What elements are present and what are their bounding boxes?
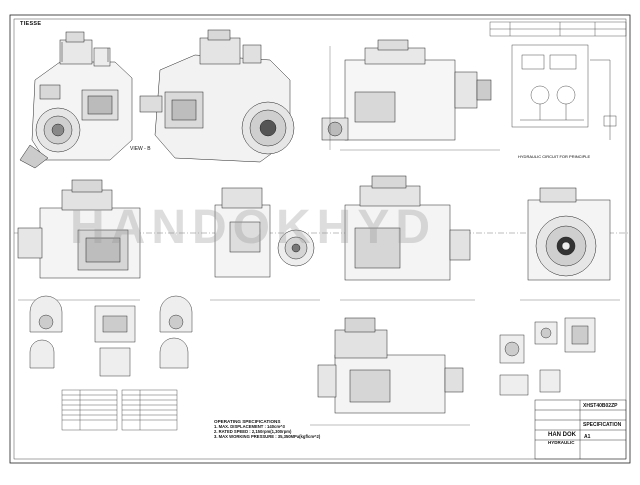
- pump-side-view-center: [340, 175, 475, 301]
- pump-side-view-top: [321, 39, 500, 151]
- detail-views-small: [29, 295, 193, 377]
- pump-flange-view: [520, 187, 620, 301]
- operating-specifications: OPERATING SPECIFICATIONS 1. MAX. DISPLAC…: [214, 419, 320, 439]
- title-block-frame: [534, 399, 627, 460]
- sheet-size: A1: [584, 434, 591, 440]
- pump-iso-view-front: [19, 31, 133, 169]
- company-name: HAN DOK: [548, 432, 576, 438]
- model-number: XHST40B02ZP: [583, 403, 618, 409]
- connection-tables: [61, 389, 178, 431]
- view-label: VIEW - B: [130, 146, 151, 152]
- circuit-caption: HYDRAULIC CIRCUIT FOR PRINCIPLE: [518, 154, 590, 159]
- detail-views-right: [499, 317, 596, 396]
- operating-specs-heading: OPERATING SPECIFICATIONS: [214, 419, 281, 424]
- logo: TIESSE: [20, 21, 42, 27]
- revision-table: [489, 21, 627, 37]
- watermark: HANDOKHYD: [70, 201, 436, 254]
- hydraulic-circuit-schematic: [511, 44, 617, 140]
- spec-line-3: 3. MAX WORKING PRESSURE : 35,350MPa(kgf/…: [214, 434, 321, 439]
- pump-end-view: [210, 187, 320, 301]
- sheet-border: [9, 14, 631, 464]
- spec-line-2: 2. RATED SPEED : 2,150rpm(1,300rpm): [214, 429, 292, 434]
- spec-line-1: 1. MAX. DISPLACEMENT : 140cm^3: [214, 424, 285, 429]
- document-title: SPECIFICATION: [583, 422, 622, 428]
- pump-side-view-bottom: [310, 317, 470, 426]
- pump-iso-view-rear: [139, 29, 295, 163]
- company-subtitle: HYDRAULIC: [548, 440, 575, 445]
- pump-side-view-left: [17, 179, 141, 301]
